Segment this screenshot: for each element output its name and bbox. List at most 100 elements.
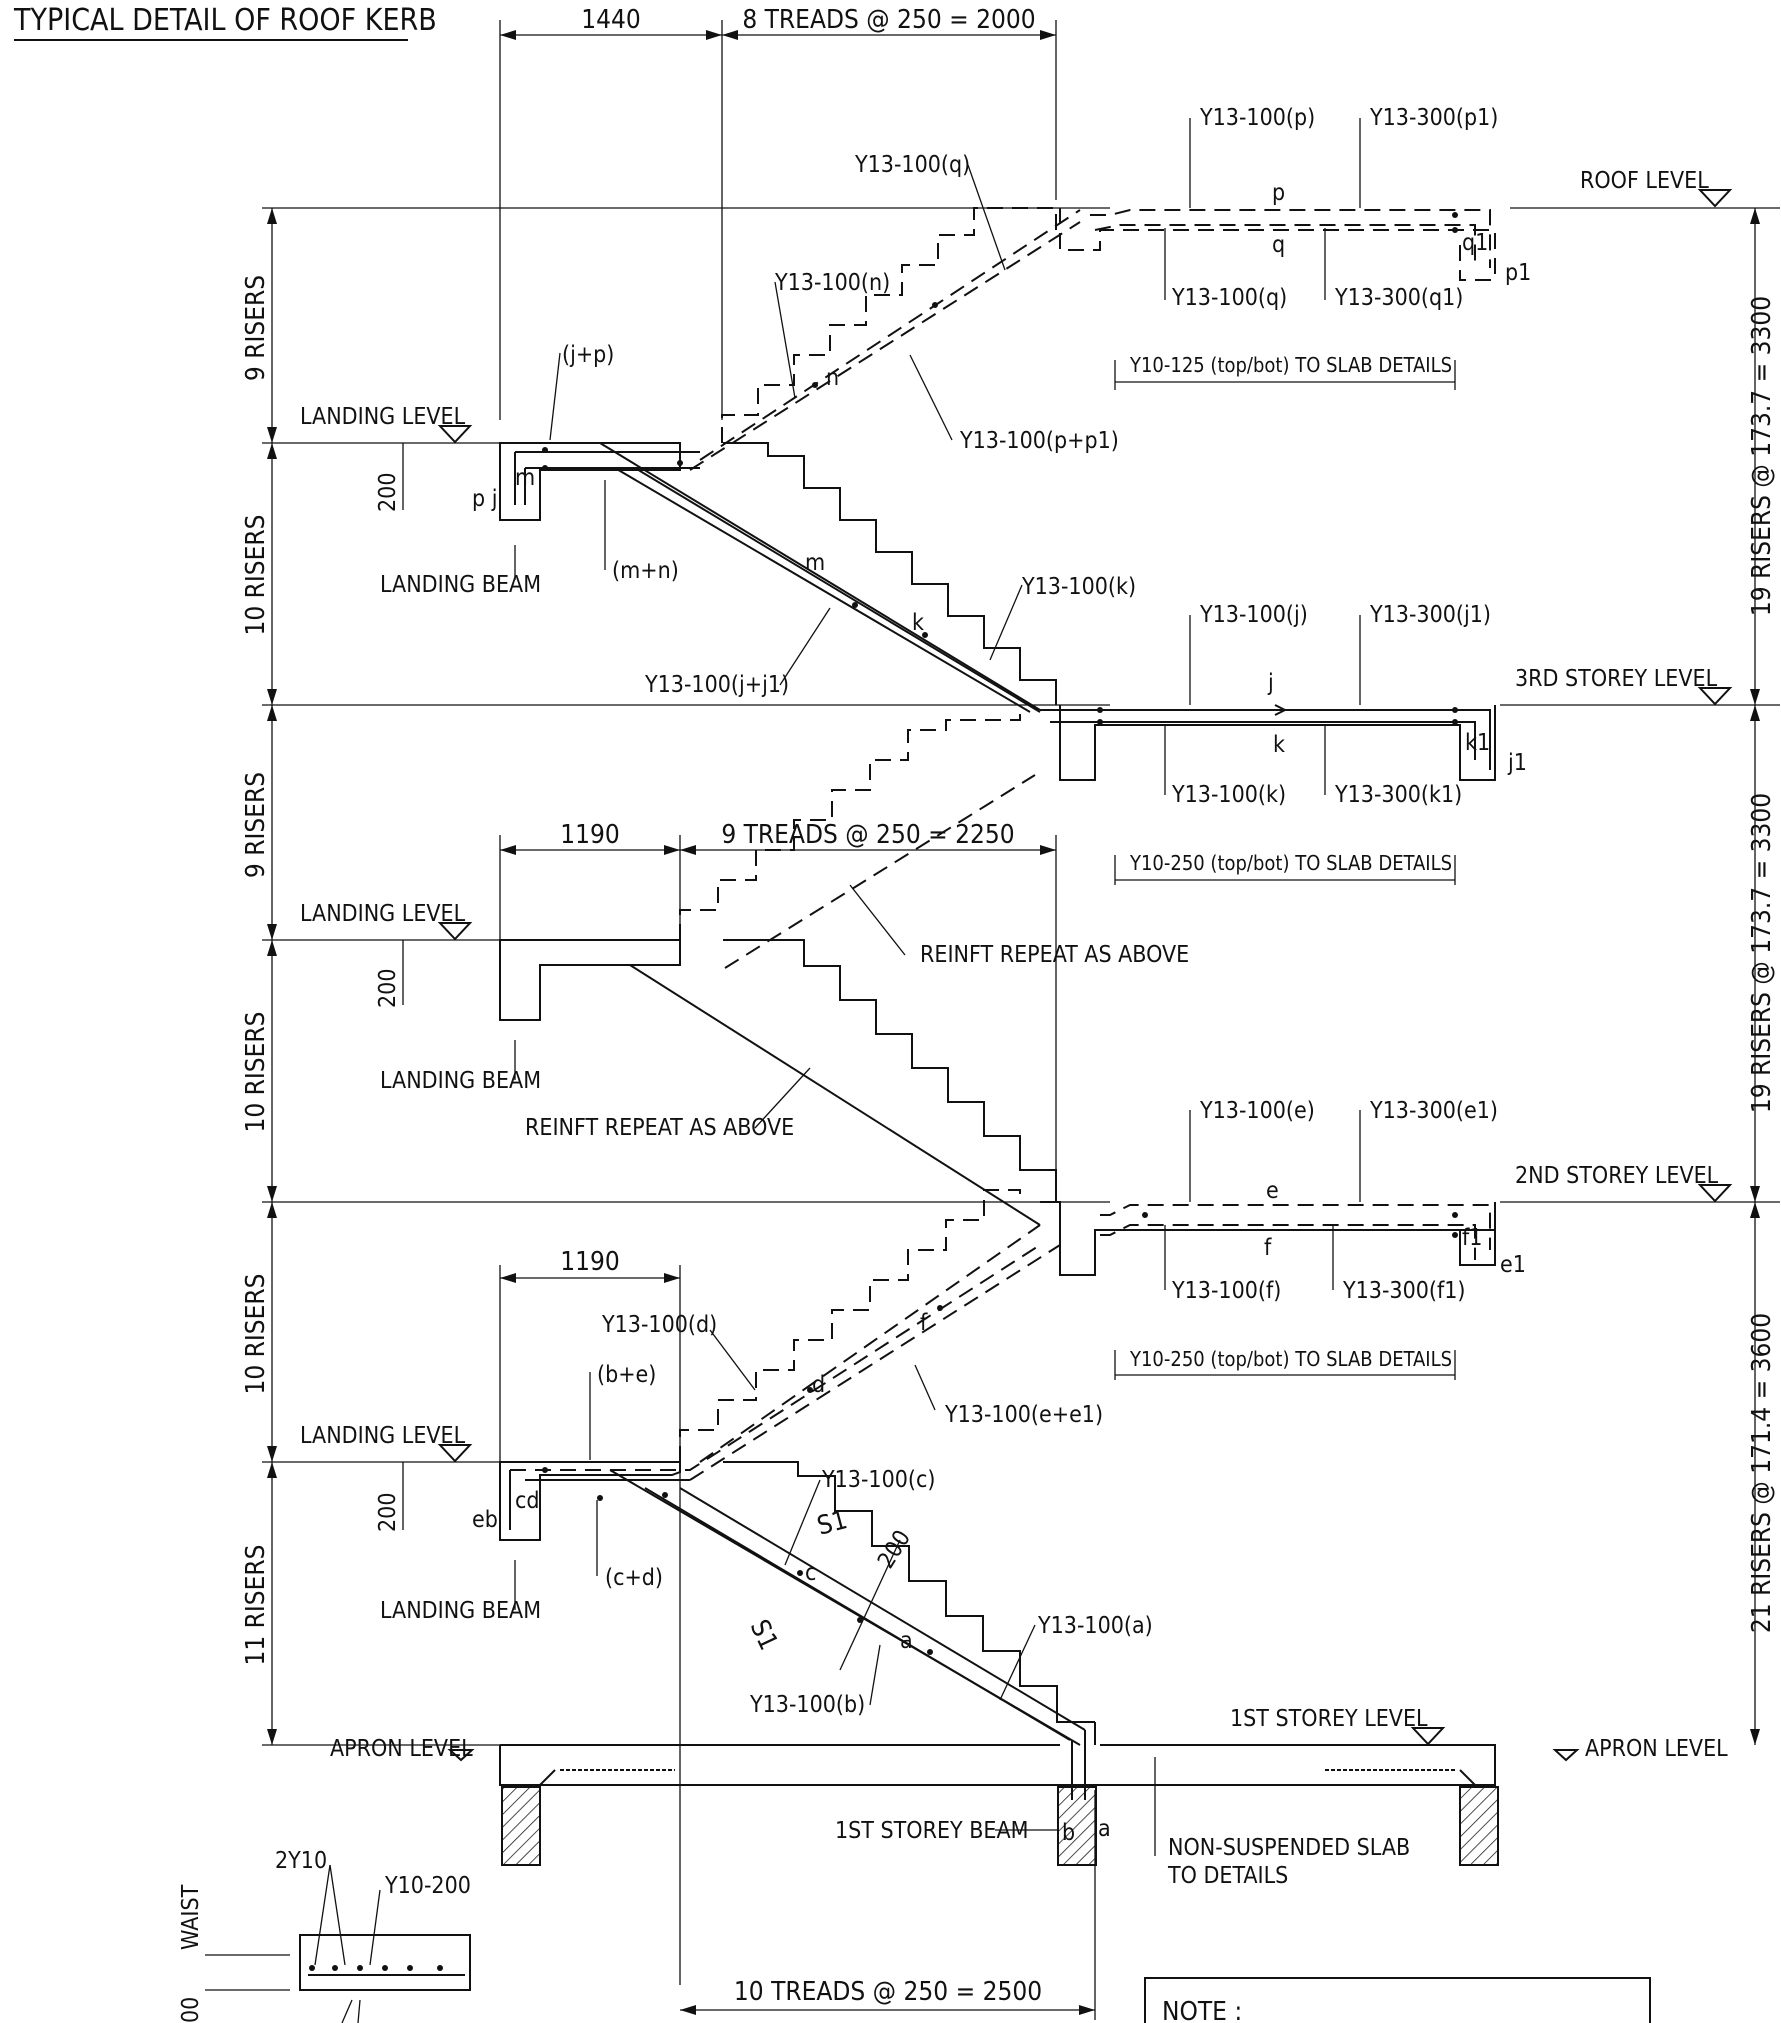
reinft-repeat-label-1: REINFT REPEAT AS ABOVE — [920, 942, 1189, 968]
slab-low-details: Y10-250 (top/bot) TO SLAB DETAILS — [1129, 1347, 1452, 1371]
low-dimension-lines — [499, 1265, 681, 1985]
rebar-q1-label: Y13-300(q1) — [1334, 285, 1463, 311]
rebar-leaders — [514, 118, 1456, 1856]
svg-text:k: k — [1273, 732, 1285, 758]
second-storey-slab — [1040, 1201, 1496, 1276]
landing-level-label-1: LANDING LEVEL — [300, 404, 466, 430]
left-riser-dimension — [267, 208, 277, 1745]
svg-text:f: f — [920, 1310, 928, 1336]
apron-level-label-right: APRON LEVEL — [1585, 1736, 1728, 1762]
landing-beam-label-1: LANDING BEAM — [380, 572, 541, 598]
upper-landing-slab — [499, 442, 700, 521]
rebar-k-lower-label: Y13-100(k) — [1171, 782, 1286, 808]
waist-section-detail — [205, 1864, 471, 2023]
flight-1-ground-to-landing — [609, 1461, 1096, 1800]
rebar-p-label: Y13-100(p) — [1199, 105, 1315, 131]
rebar-f1-label: Y13-300(f1) — [1342, 1278, 1466, 1304]
rebar-j1-label: Y13-300(j1) — [1369, 602, 1491, 628]
slab-mid-details: Y10-250 (top/bot) TO SLAB DETAILS — [1129, 851, 1452, 875]
rebar-f-label: Y13-100(f) — [1171, 1278, 1281, 1304]
svg-text:f: f — [1264, 1235, 1272, 1261]
third-storey-level-label: 3RD STOREY LEVEL — [1515, 666, 1718, 692]
right-risers-label-1: 19 RISERS @ 173.7 = 3300 — [1747, 296, 1777, 616]
svg-text:eb: eb — [472, 1507, 498, 1533]
risers-label-5: 10 RISERS — [241, 1273, 271, 1394]
flight-5-third-to-landing — [599, 442, 1057, 713]
lower-landing-slab — [499, 1244, 1041, 1541]
beam-depth-3: 200 — [375, 1493, 401, 1533]
svg-text:c: c — [805, 1560, 816, 1586]
dim-mid-treads: 9 TREADS @ 250 = 2250 — [721, 820, 1014, 850]
slab-top-details: Y10-125 (top/bot) TO SLAB DETAILS — [1129, 353, 1452, 377]
rebar-d-label: Y13-100(d) — [601, 1312, 717, 1338]
svg-text:k: k — [912, 610, 924, 636]
rebar-n-label: Y13-100(n) — [774, 270, 890, 296]
bar-marks: p q q1 p1 n p j m m k j k k1 j1 e f f1 e… — [472, 180, 1531, 1846]
risers-label-1: 9 RISERS — [241, 275, 271, 381]
svg-text:p j: p j — [472, 486, 497, 512]
right-ground-beam — [1459, 1786, 1499, 1866]
svg-text:m: m — [515, 465, 535, 491]
svg-text:n: n — [826, 365, 839, 391]
flight-4-landing-to-third — [679, 705, 1036, 969]
svg-text:e1: e1 — [1500, 1252, 1526, 1278]
svg-text:a: a — [1098, 1816, 1111, 1842]
rebar-a-label: Y13-100(a) — [1037, 1613, 1153, 1639]
level-markers — [437, 189, 1733, 1762]
rebar-k1-label: Y13-300(k1) — [1334, 782, 1462, 808]
svg-text:cd: cd — [515, 1488, 540, 1514]
rebar-p1-label: Y13-300(p1) — [1369, 105, 1498, 131]
svg-text:j1: j1 — [1507, 750, 1527, 776]
flight-3-second-to-landing — [629, 939, 1057, 1226]
rebar-e1-label: Y13-300(e1) — [1369, 1098, 1498, 1124]
ground-slab — [499, 1744, 1496, 1786]
landing-level-label-3: LANDING LEVEL — [300, 1423, 466, 1449]
svg-text:m: m — [805, 550, 825, 576]
rebar-ee1-label: Y13-100(e+e1) — [944, 1402, 1103, 1428]
rebar-j-label: Y13-100(j) — [1199, 602, 1308, 628]
drawing-title: TYPICAL DETAIL OF ROOF KERB — [13, 3, 437, 38]
left-ground-beam — [501, 1786, 541, 1866]
beam-depth-1: 200 — [375, 473, 401, 513]
svg-text:q1: q1 — [1462, 230, 1488, 256]
section-y10-label: Y10-200 — [384, 1873, 471, 1899]
rebar-mn-label: (m+n) — [612, 558, 679, 584]
section-cut-line — [839, 1539, 901, 1671]
level-lines — [262, 207, 1780, 1746]
dim-bottom-treads: 10 TREADS @ 250 = 2500 — [734, 1977, 1042, 2007]
roof-slab — [1059, 208, 1496, 281]
note-box — [1144, 1977, 1651, 2023]
roof-level-label: ROOF LEVEL — [1580, 168, 1709, 194]
top-dimension-lines — [499, 20, 1057, 420]
dim-low-landing: 1190 — [560, 1247, 620, 1277]
svg-text:e: e — [1266, 1178, 1279, 1204]
svg-text:k1: k1 — [1465, 730, 1490, 756]
section-2y10-label: 2Y10 — [275, 1848, 327, 1874]
svg-text:p: p — [1272, 180, 1285, 206]
landing-beam-label-3: LANDING BEAM — [380, 1598, 541, 1624]
waist-label: WAIST — [178, 1884, 204, 1950]
dim-top-treads: 8 TREADS @ 250 = 2000 — [742, 5, 1035, 35]
rebar-pp1-label: Y13-100(p+p1) — [959, 428, 1119, 454]
rebar-e-label: Y13-100(e) — [1199, 1098, 1315, 1124]
rebar-jp-label: (j+p) — [562, 342, 614, 368]
first-storey-beam-label: 1ST STOREY BEAM — [835, 1818, 1029, 1844]
rebar-q-upper-label: Y13-100(q) — [854, 152, 970, 178]
rebar-cd-label: (c+d) — [605, 1565, 663, 1591]
non-suspended-slab-label: NON-SUSPENDED SLAB — [1168, 1835, 1410, 1861]
note-title: NOTE : — [1162, 1997, 1242, 2023]
reinft-repeat-label-2: REINFT REPEAT AS ABOVE — [525, 1115, 794, 1141]
second-storey-level-label: 2ND STOREY LEVEL — [1515, 1163, 1719, 1189]
landing-level-label-2: LANDING LEVEL — [300, 901, 466, 927]
svg-text:j: j — [1267, 670, 1274, 696]
first-storey-level-label: 1ST STOREY LEVEL — [1230, 1706, 1428, 1732]
first-storey-beam — [1057, 1786, 1097, 1866]
svg-text:p1: p1 — [1505, 260, 1531, 286]
svg-text:d: d — [812, 1372, 825, 1398]
rebar-be-label: (b+e) — [597, 1362, 656, 1388]
waist-dim-label: 00 — [178, 1997, 204, 2023]
rebar-q-lower-label: Y13-100(q) — [1171, 285, 1287, 311]
svg-text:f1: f1 — [1462, 1225, 1482, 1251]
rebar-k-upper-label: Y13-100(k) — [1021, 574, 1136, 600]
